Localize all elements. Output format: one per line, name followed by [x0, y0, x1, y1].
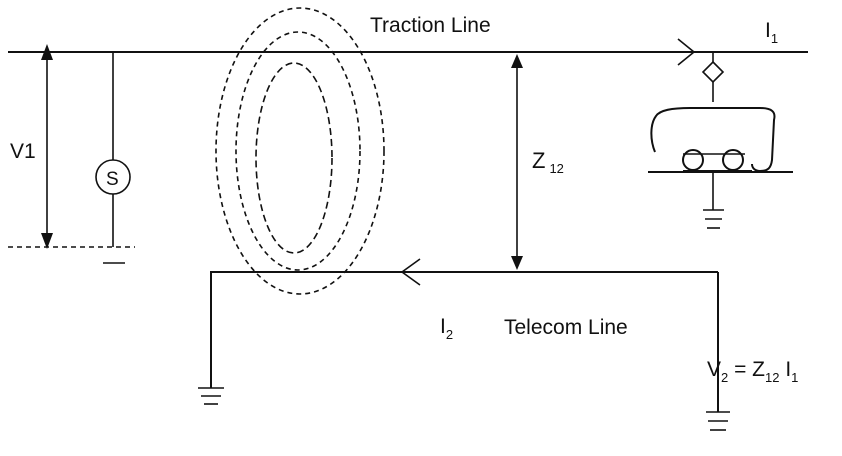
locomotive-wheel-left — [682, 149, 704, 171]
source-label: S — [106, 169, 119, 190]
induced-voltage-equation: V2 = Z12 I1 — [707, 358, 798, 385]
ground-symbol-telecom-left — [198, 387, 224, 405]
telecom-line-label: Telecom Line — [504, 316, 628, 339]
pantograph-icon — [701, 60, 725, 84]
ground-symbol-telecom-right — [706, 411, 730, 431]
z12-arrow-head-top — [511, 54, 523, 68]
coupling-loop-middle — [235, 31, 361, 271]
coupling-loop-inner — [255, 62, 333, 254]
v1-label: V1 — [10, 140, 36, 163]
v1-arrow-head-bottom — [41, 233, 53, 249]
locomotive-wheel-right — [722, 149, 744, 171]
coupling-loop-outer — [215, 7, 385, 295]
z12-arrow-head-bottom — [511, 256, 523, 270]
traction-line-label: Traction Line — [370, 14, 491, 37]
locomotive-icon — [650, 107, 776, 173]
telecom-current-arrow — [400, 258, 421, 286]
current-i2-label: I2 — [440, 315, 453, 342]
traction-current-arrow — [677, 38, 696, 66]
v1-arrow-head-top — [41, 44, 53, 60]
current-i1-label: I1 — [765, 19, 778, 46]
ground-symbol-rail — [703, 209, 724, 229]
